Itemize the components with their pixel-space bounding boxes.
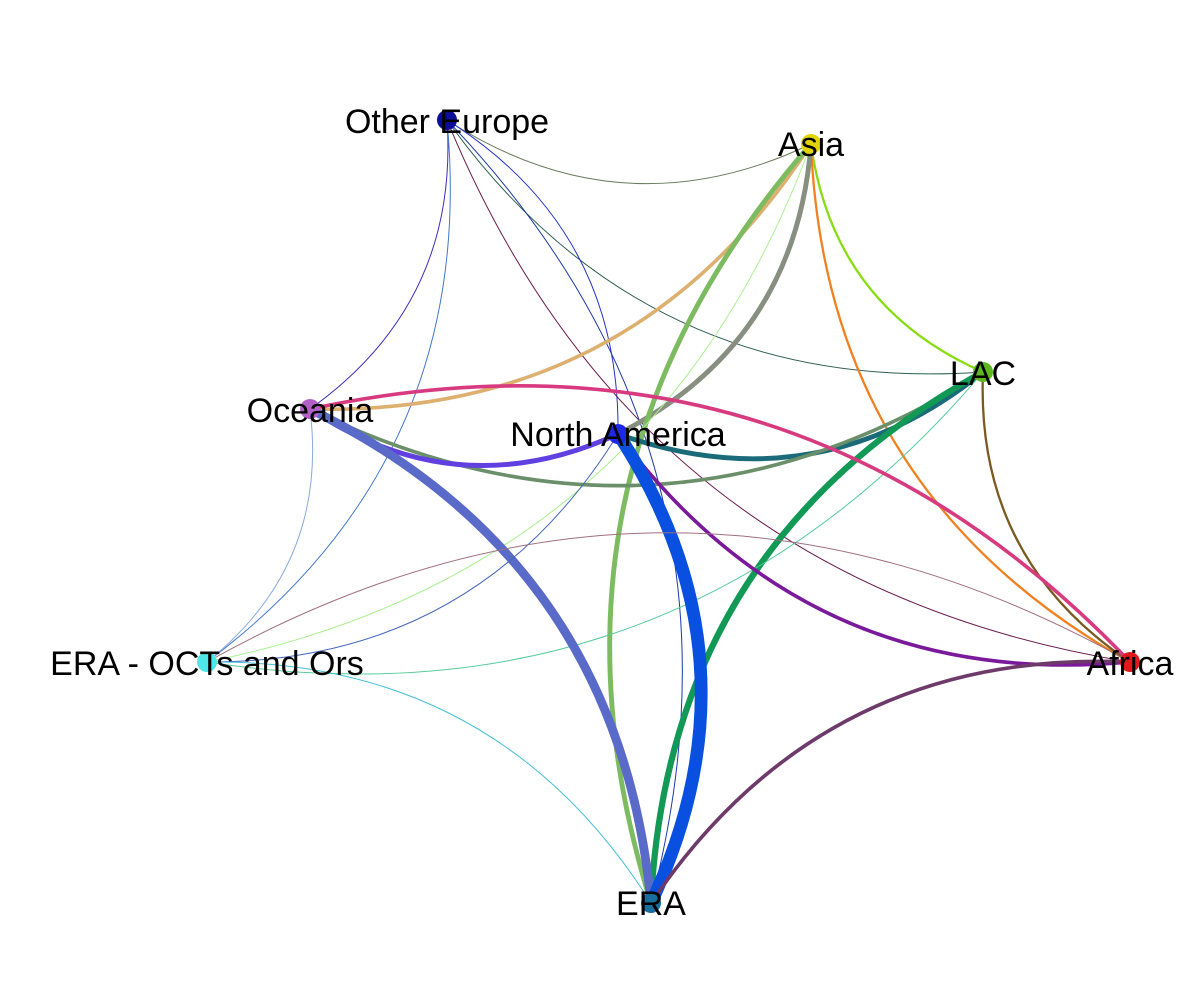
edge-asia-lac — [809, 142, 985, 374]
node-label-asia: Asia — [778, 126, 844, 164]
edge-other-europe-lac — [446, 119, 984, 375]
node-label-africa: Africa — [1087, 645, 1174, 683]
edge-africa-era — [649, 659, 1132, 905]
node-oceania — [300, 399, 320, 419]
edge-oceania-era-octs — [206, 408, 314, 663]
node-label-north-america: North America — [510, 416, 725, 454]
node-label-lac: LAC — [950, 355, 1016, 393]
edge-africa-era-octs — [206, 532, 1131, 663]
nodes-layer — [197, 110, 1140, 913]
edge-lac-era-octs — [206, 371, 984, 675]
edge-era-octs-era — [206, 661, 652, 904]
edge-asia-north-america — [615, 141, 814, 437]
edge-other-europe-era — [446, 119, 683, 904]
edge-oceania-africa — [308, 384, 1132, 664]
edge-lac-era — [647, 368, 987, 907]
edge-asia-era-octs — [206, 143, 812, 663]
node-label-oceania: Oceania — [247, 392, 374, 430]
edge-other-europe-asia — [446, 119, 812, 185]
edges-layer — [206, 119, 1132, 910]
edge-north-america-era-octs — [206, 433, 619, 663]
edge-other-europe-oceania — [309, 119, 449, 410]
node-label-other-europe: Other Europe — [345, 103, 549, 141]
edge-other-europe-africa — [446, 119, 1131, 663]
node-africa — [1120, 652, 1140, 672]
edge-asia-africa — [809, 142, 1132, 664]
node-era-octs — [197, 652, 217, 672]
edge-oceania-era — [305, 404, 656, 908]
edge-asia-oceania — [308, 142, 813, 411]
node-asia — [801, 134, 821, 154]
node-lac — [973, 362, 993, 382]
edge-other-europe-north-america — [446, 119, 619, 435]
labels-layer: Other Europe Asia LAC Oceania North Amer… — [50, 103, 1173, 923]
node-label-era: ERA — [616, 885, 686, 923]
edge-lac-africa — [981, 370, 1132, 664]
node-era — [641, 893, 661, 913]
edge-other-europe-era-octs — [206, 119, 451, 663]
node-label-era-octs: ERA - OCTs and Ors — [50, 645, 364, 683]
node-north-america — [608, 424, 628, 444]
edge-north-america-era — [611, 427, 708, 910]
node-other-europe — [437, 110, 457, 130]
edge-asia-era — [607, 141, 814, 906]
